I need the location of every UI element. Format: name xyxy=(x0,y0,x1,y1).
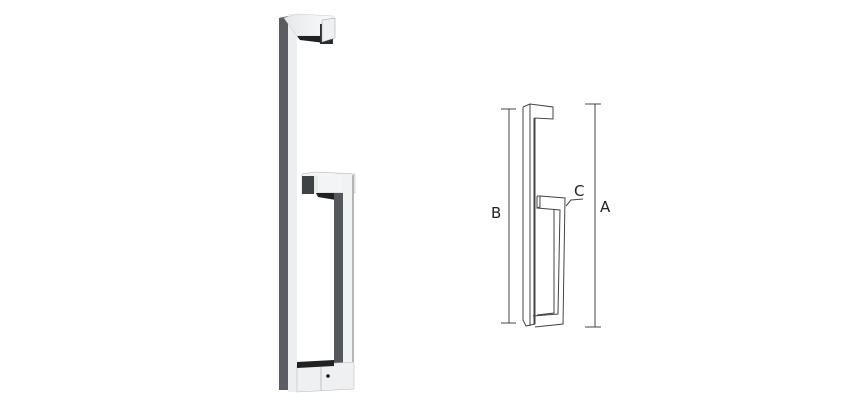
dim-label-a: A xyxy=(600,198,611,216)
dim-label-c: C xyxy=(574,182,584,200)
set-screw xyxy=(326,374,330,378)
dim-label-b: B xyxy=(491,204,501,222)
main-handle xyxy=(279,13,356,393)
